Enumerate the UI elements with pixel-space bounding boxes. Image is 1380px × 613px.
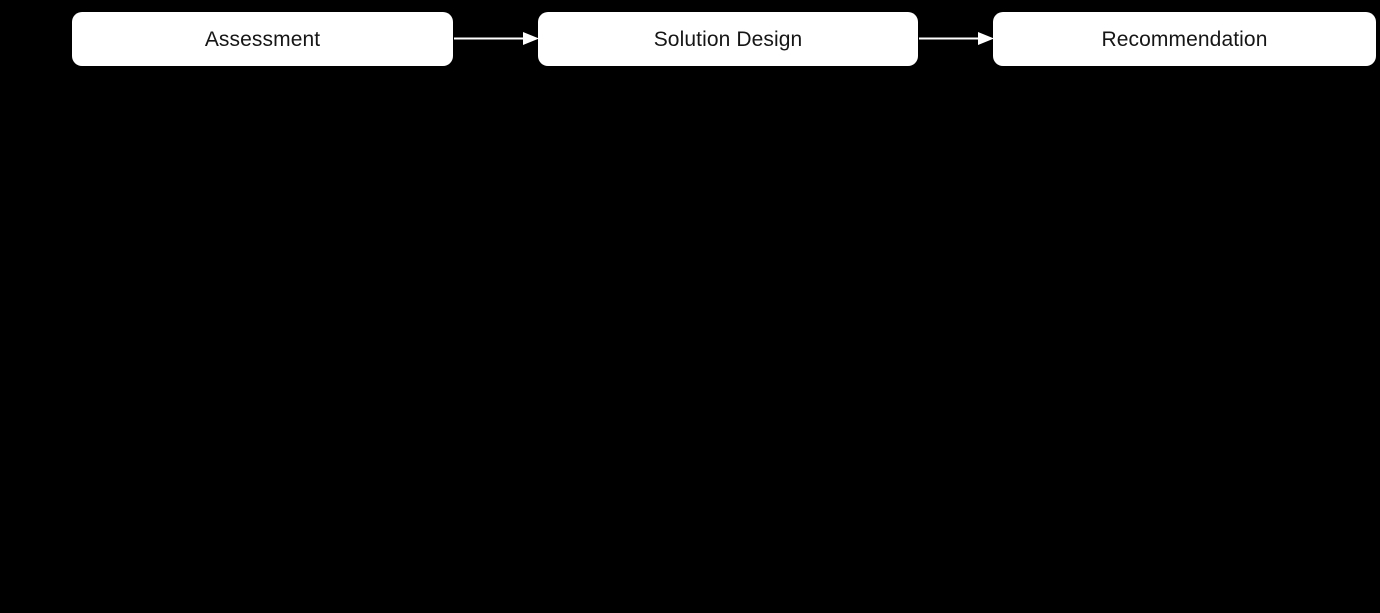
arrow-right-icon [454, 32, 539, 45]
process-node-label: Recommendation [1101, 27, 1268, 51]
process-node-recommendation[interactable]: Recommendation [993, 12, 1376, 66]
process-node-solution-design[interactable]: Solution Design [538, 12, 918, 66]
arrow-assessment-to-solution-design-icon [453, 26, 539, 52]
arrow-solution-design-to-recommendation-icon [918, 26, 994, 52]
process-node-label: Solution Design [653, 27, 803, 51]
arrow-right-icon [919, 32, 994, 45]
process-node-label: Assessment [204, 27, 321, 51]
process-node-assessment[interactable]: Assessment [72, 12, 453, 66]
